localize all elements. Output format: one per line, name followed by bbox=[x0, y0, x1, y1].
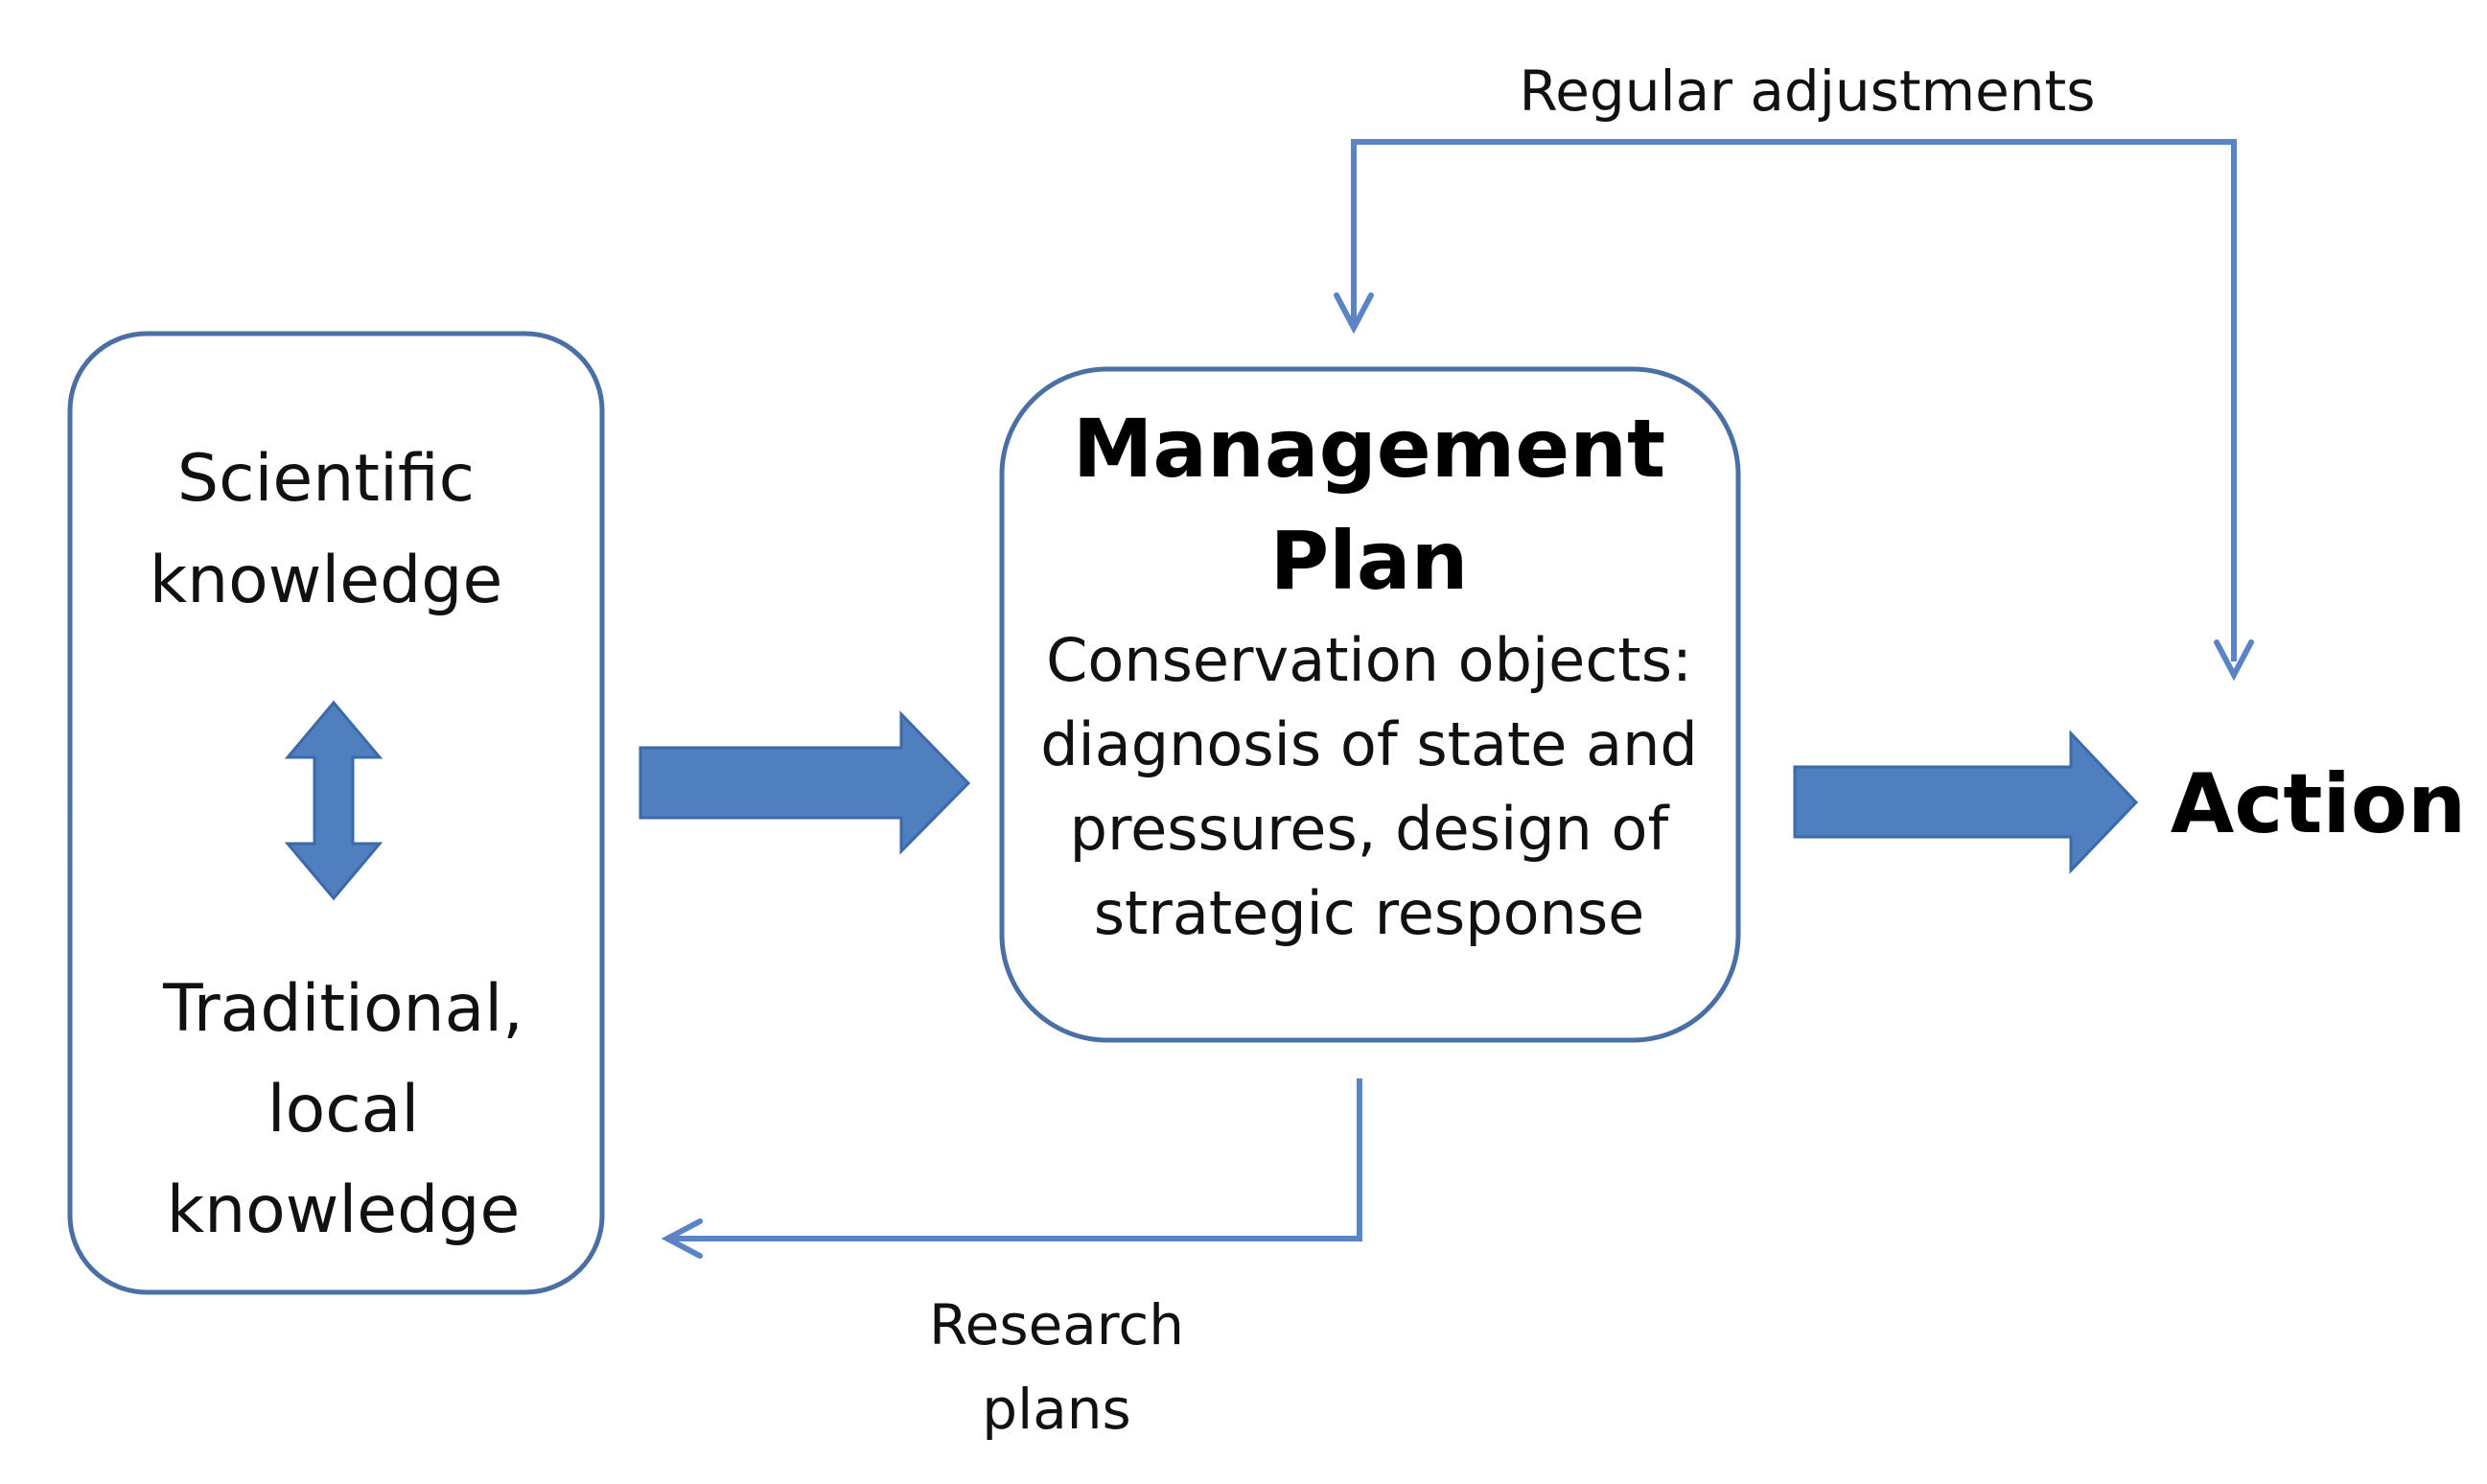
plan-body-line-2: diagnosis of state and bbox=[1040, 709, 1698, 779]
regular-adjustments-label: Regular adjustments bbox=[1520, 58, 2096, 124]
scientific-knowledge-line-1: Scientific bbox=[177, 441, 475, 517]
double-headed-arrow-icon bbox=[284, 700, 384, 901]
scientific-knowledge-line-2: knowledge bbox=[150, 543, 503, 618]
regular-adjustments-connector bbox=[1334, 139, 2254, 682]
arrow-down-to-action-icon bbox=[2214, 639, 2254, 682]
plan-body-line-4: strategic response bbox=[1094, 878, 1645, 948]
management-plan-title-line-2: Plan bbox=[1270, 514, 1469, 608]
research-plans-label-line-1: Research bbox=[929, 1292, 1184, 1357]
research-plans-label-line-2: plans bbox=[982, 1377, 1130, 1442]
plan-body-line-3: pressures, design of bbox=[1070, 794, 1671, 864]
action-label: Action bbox=[2171, 756, 2466, 852]
traditional-knowledge-line-2: local bbox=[267, 1072, 419, 1148]
regular-adjustments-line bbox=[1351, 139, 2237, 661]
knowledge-to-plan-arrow-icon bbox=[639, 710, 971, 855]
arrow-left-to-knowledge-icon bbox=[661, 1218, 703, 1259]
arrow-down-to-plan-icon bbox=[1334, 292, 1374, 335]
traditional-knowledge-line-3: knowledge bbox=[167, 1172, 521, 1248]
research-plans-line bbox=[671, 1078, 1362, 1241]
plan-body-line-1: Conservation objects: bbox=[1046, 625, 1692, 695]
management-plan-box bbox=[999, 366, 1741, 1043]
traditional-knowledge-line-1: Traditional, bbox=[162, 971, 523, 1047]
management-plan-title-line-1: Management bbox=[1073, 402, 1665, 496]
plan-to-action-arrow-icon bbox=[1793, 730, 2139, 874]
research-plans-connector bbox=[661, 1078, 1362, 1259]
